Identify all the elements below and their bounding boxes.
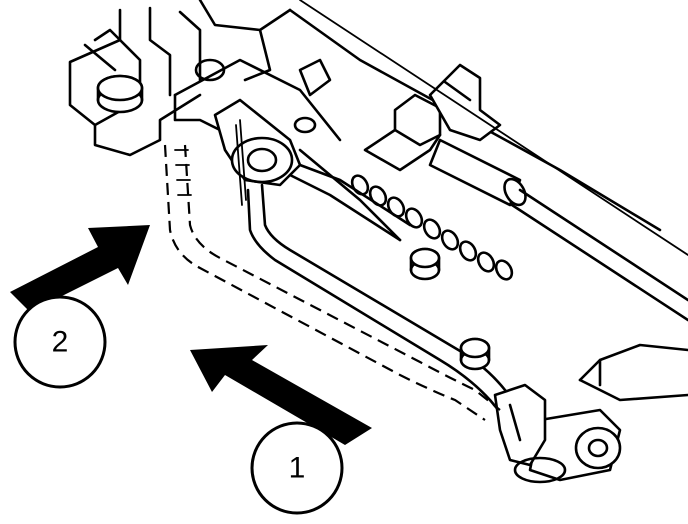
callout-1-label: 1 [289, 452, 306, 485]
return-spring [350, 174, 514, 281]
linkage-rod [246, 163, 532, 432]
callout-2-label: 2 [52, 326, 69, 359]
cable-bracket [363, 63, 502, 172]
frame-bolt-middle [409, 247, 441, 281]
upper-mounting-bracket [68, 6, 202, 157]
bracket-bolt [96, 74, 144, 114]
pivot-lever [213, 98, 302, 206]
cable-housing [299, 0, 688, 322]
arrow-2 [10, 225, 150, 312]
support-frame [173, 0, 662, 242]
callout-2: 2 [13, 295, 107, 389]
frame-bolt-lower [459, 337, 491, 371]
lower-pivot-mount [493, 343, 688, 484]
alternate-lever-position [163, 144, 501, 421]
callout-1: 1 [250, 421, 344, 515]
arrow-1 [190, 345, 372, 445]
